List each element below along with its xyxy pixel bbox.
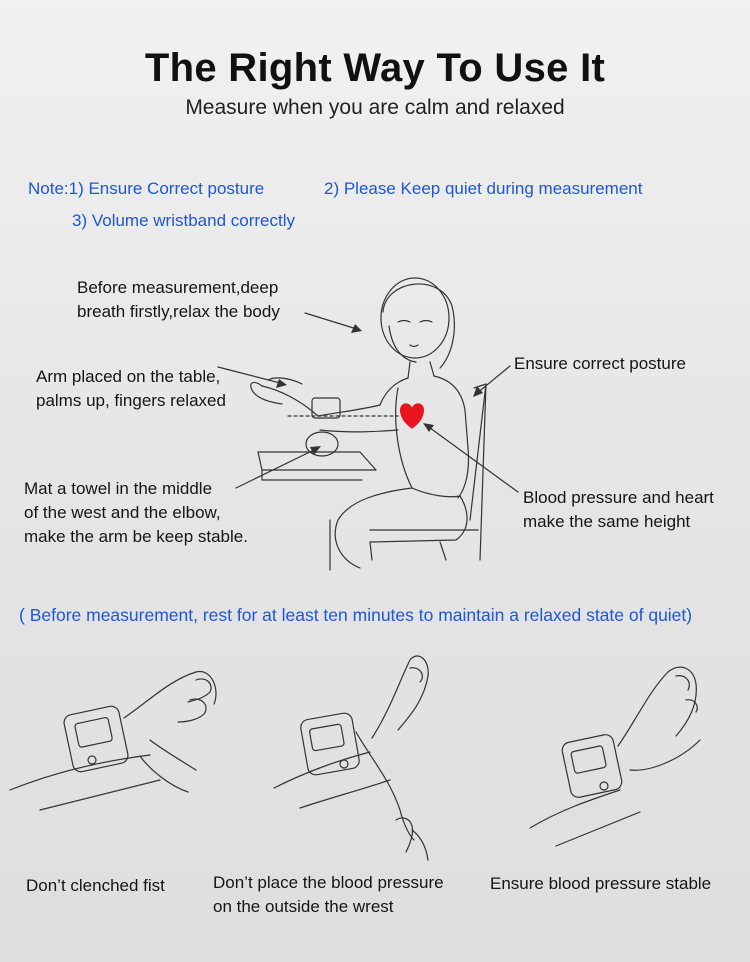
label-correct-posture: Ensure correct posture xyxy=(514,354,686,373)
pointer-arrow-icon xyxy=(217,312,519,493)
caption-stable: Ensure blood pressure stable xyxy=(490,874,712,893)
heart-icon xyxy=(400,403,424,429)
caption-fist: Don’t clenched fist xyxy=(26,876,165,895)
wrist-fist-illustration xyxy=(9,671,217,811)
page-title: The Right Way To Use It xyxy=(144,46,606,90)
note-wristband: 3) Volume wristband correctly xyxy=(72,211,295,230)
label-arm-placement-line2: palms up, fingers relaxed xyxy=(36,391,226,410)
page-subtitle: Measure when you are calm and relaxed xyxy=(185,96,565,119)
wrist-outside-illustration xyxy=(273,655,429,861)
label-towel: Mat a towel in the middle of the west an… xyxy=(24,477,248,549)
label-same-height-line1: Blood pressure and heart xyxy=(523,488,714,507)
label-deep-breath-line2: breath firstly,relax the body xyxy=(77,302,280,321)
note-quiet: 2) Please Keep quiet during measurement xyxy=(324,179,643,198)
rest-note: ( Before measurement, rest for at least … xyxy=(19,605,693,625)
label-towel-line2: of the west and the elbow, xyxy=(24,503,221,522)
label-towel-line3: make the arm be keep stable. xyxy=(24,527,248,546)
label-same-height-line2: make the same height xyxy=(523,512,691,531)
label-same-height: Blood pressure and heart make the same h… xyxy=(523,486,714,534)
label-deep-breath: Before measurement,deep breath firstly,r… xyxy=(77,276,280,324)
label-arm-placement-line1: Arm placed on the table, xyxy=(36,367,221,386)
label-towel-line1: Mat a towel in the middle xyxy=(24,479,213,498)
caption-outside-wrist-line1: Don’t place the blood pressure xyxy=(213,873,444,892)
label-deep-breath-line1: Before measurement,deep xyxy=(77,278,279,297)
note-posture: Note:1) Ensure Correct posture xyxy=(28,179,265,198)
label-arm-placement: Arm placed on the table, palms up, finge… xyxy=(36,365,226,413)
caption-outside-wrist-line2: on the outside the wrest xyxy=(213,897,394,916)
caption-outside-wrist: Don’t place the blood pressure on the ou… xyxy=(213,871,444,919)
wrist-stable-illustration xyxy=(529,666,701,847)
